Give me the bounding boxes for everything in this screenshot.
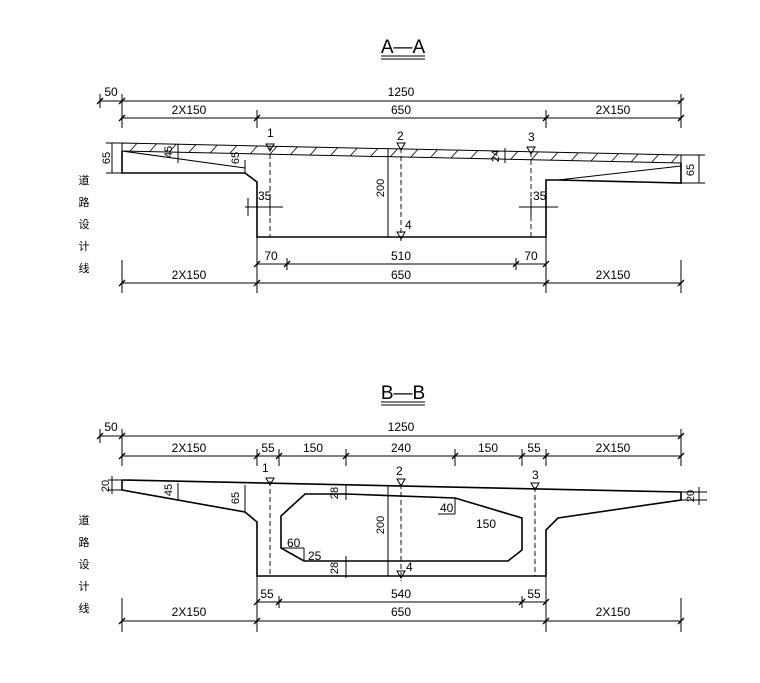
- dim-a-bottom-slab: 510: [391, 249, 411, 263]
- dim-b-seg-right: 150: [478, 441, 498, 455]
- dim-b-web-left: 55: [261, 441, 275, 455]
- dim-b-haunch-bot-v: 60: [287, 536, 301, 550]
- svg-text:路: 路: [79, 196, 90, 209]
- svg-text:道: 道: [79, 513, 90, 527]
- dim-b-haunch-top-v: 40: [440, 501, 454, 515]
- section-b-inner-cell: [280, 493, 523, 562]
- dim-offset: 50: [104, 85, 118, 99]
- dim-b-left-cantilever: 2X150: [172, 441, 207, 455]
- dim-b-bottom-slab: 28: [329, 562, 341, 574]
- dim-a-bottom-right-web: 70: [524, 249, 538, 263]
- dim-box-width: 650: [391, 103, 411, 117]
- point-1: 1: [267, 126, 274, 140]
- point-4: 4: [405, 218, 412, 232]
- point-b-3: 3: [532, 468, 539, 482]
- svg-text:道: 道: [79, 173, 90, 187]
- dim-b-web-root: 65: [230, 492, 242, 504]
- dim-b-bottom-right-web: 55: [527, 587, 541, 601]
- dim-a-bottom-left-cantilever: 2X150: [172, 268, 207, 282]
- dim-a-bottom-right-cantilever: 2X150: [596, 268, 631, 282]
- dim-b-seg-mid: 240: [391, 441, 411, 455]
- dim-b-overall: 1250: [388, 420, 415, 434]
- dim-b-bottom-box: 650: [391, 605, 411, 619]
- dim-a-box-height: 200: [375, 179, 387, 197]
- point-2: 2: [397, 129, 404, 143]
- dim-a-web-left: 35: [258, 189, 272, 203]
- svg-text:设: 设: [79, 558, 90, 571]
- section-b-road-line-label: 道 路 设 计 线: [79, 513, 90, 615]
- dim-b-bottom-right-cantilever: 2X150: [596, 605, 631, 619]
- section-a-road-line-label: 道 路 设 计 线: [79, 173, 90, 275]
- section-a-title: A—A: [381, 37, 426, 58]
- dim-overall: 1250: [388, 85, 415, 99]
- dim-b-haunch-top-h: 150: [476, 517, 496, 531]
- section-a-local-dimensions: 65 65 45 65 24 35 35 200: [101, 142, 705, 216]
- dim-b-haunch-bot-h: 25: [308, 549, 322, 563]
- point-b-2: 2: [396, 464, 403, 478]
- dim-a-haunch-right: 24: [490, 150, 502, 162]
- dim-b-top-slab: 28: [329, 487, 341, 499]
- section-a-top-dimensions: 50 1250 2X150 650 2X150: [96, 85, 685, 128]
- dim-b-left-edge: 20: [100, 480, 112, 492]
- svg-text:计: 计: [79, 240, 90, 253]
- section-a-bottom-dimensions: 70 510 70 2X150 650 2X150: [118, 237, 685, 293]
- dim-b-bottom-left-web: 55: [260, 587, 274, 601]
- point-b-4: 4: [406, 560, 413, 574]
- point-3: 3: [528, 130, 535, 144]
- dim-b-web-right: 55: [527, 441, 541, 455]
- section-a-girder-outline: [121, 151, 682, 238]
- section-a-pavement-layer: [121, 142, 682, 164]
- dim-b-bottom-slab-width: 540: [391, 587, 411, 601]
- section-a-points: 1 2 3 4: [265, 126, 536, 241]
- section-b-local-dimensions: 20 20 45 65 28 28 200 40 150 60 25: [100, 476, 707, 578]
- dim-b-right-edge: 20: [685, 490, 697, 502]
- point-b-1: 1: [262, 461, 269, 475]
- section-b-title: B—B: [381, 383, 425, 404]
- section-b-bottom-dimensions: 55 540 55 2X150 650 2X150: [118, 576, 685, 632]
- dim-a-haunch-left: 45: [163, 146, 175, 158]
- dim-b-flange-taper: 45: [163, 484, 175, 496]
- dim-b-right-cantilever: 2X150: [596, 441, 631, 455]
- dim-right-cantilever: 2X150: [596, 103, 631, 117]
- dim-a-flange-root: 65: [230, 152, 242, 164]
- dim-left-cantilever: 2X150: [172, 103, 207, 117]
- section-b-points: 1 2 3 4: [262, 461, 540, 580]
- dim-a-bottom-box: 650: [391, 268, 411, 282]
- dim-b-offset: 50: [104, 420, 118, 434]
- dim-b-bottom-left-cantilever: 2X150: [172, 605, 207, 619]
- dim-a-web-right: 35: [533, 189, 547, 203]
- svg-text:线: 线: [79, 261, 90, 275]
- svg-text:线: 线: [79, 601, 90, 615]
- section-a: A—A 50 1250 2X150 650 2X150: [79, 37, 705, 293]
- section-b-top-dimensions: 50 1250 2X150 55 150 240 150 55 2X150: [96, 420, 685, 466]
- dim-b-seg-left: 150: [303, 441, 323, 455]
- svg-text:路: 路: [79, 536, 90, 549]
- dim-a-bottom-left-web: 70: [264, 249, 278, 263]
- svg-text:计: 计: [79, 580, 90, 593]
- dim-a-right-edge: 65: [685, 164, 697, 176]
- svg-text:设: 设: [79, 218, 90, 231]
- dim-a-left-edge: 65: [101, 152, 113, 164]
- dim-b-box-height: 200: [375, 516, 387, 534]
- section-b: B—B 50 1250: [79, 383, 707, 632]
